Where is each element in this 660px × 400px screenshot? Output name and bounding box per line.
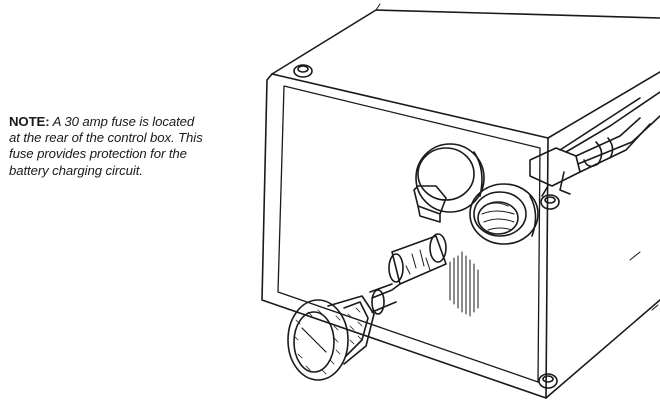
note-line-3: fuse provides protection for the <box>9 146 187 162</box>
note-label: NOTE: <box>9 114 50 129</box>
fuse-note: NOTE: A 30 amp fuse is located at the re… <box>9 114 261 179</box>
control-box <box>262 4 660 398</box>
panel-knob <box>414 144 484 222</box>
glass-fuse <box>370 234 446 314</box>
corner-bolt <box>294 65 312 77</box>
wiring-harness <box>530 92 660 196</box>
note-line-4: battery charging circuit. <box>9 162 143 178</box>
note-line-2: at the rear of the control box. This <box>9 130 203 146</box>
corner-bolt <box>539 374 557 388</box>
panel-shadow-hatching <box>450 252 478 316</box>
fuse-cap <box>288 296 374 380</box>
corner-bolt <box>541 195 559 209</box>
note-line-1: A 30 amp fuse is located <box>52 114 195 129</box>
fuse-holder-socket <box>470 184 538 244</box>
